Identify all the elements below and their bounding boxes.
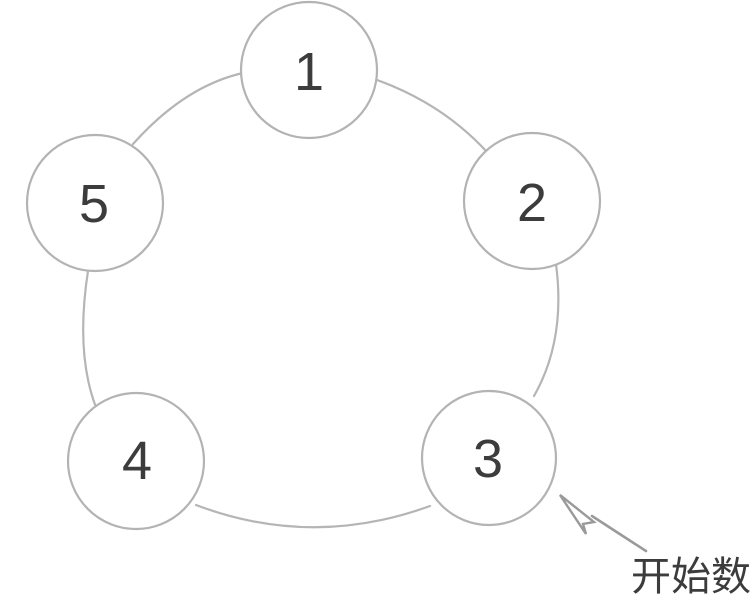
node-4-label: 4: [122, 431, 152, 491]
edge-5-to-1: [131, 71, 245, 146]
node-2-circle[interactable]: [462, 131, 602, 271]
node-5-label: 5: [79, 174, 109, 234]
node-5-circle[interactable]: [25, 133, 165, 273]
edge-3-to-4: [194, 503, 432, 529]
node-3[interactable]: 3: [420, 389, 558, 527]
node-4[interactable]: 4: [66, 391, 206, 531]
edge-1-to-2: [375, 78, 489, 154]
node-group: 1 2 3 4 5: [25, 0, 602, 531]
edge-group: [82, 71, 560, 529]
start-pointer-label: 开始数: [631, 554, 751, 600]
edge-2-to-3: [532, 262, 560, 398]
start-pointer-annotation: 开始数: [559, 494, 751, 600]
node-5[interactable]: 5: [25, 133, 165, 273]
node-2-label: 2: [517, 173, 547, 233]
node-1-circle[interactable]: [239, 0, 379, 140]
node-1-label: 1: [294, 42, 324, 102]
node-4-circle[interactable]: [66, 391, 206, 531]
node-3-label: 3: [473, 429, 503, 489]
pointer-shaft-line: [590, 514, 648, 553]
node-1[interactable]: 1: [239, 0, 379, 140]
node-2[interactable]: 2: [462, 131, 602, 271]
arrow-head-icon: [559, 494, 597, 535]
node-3-circle[interactable]: [420, 389, 558, 527]
